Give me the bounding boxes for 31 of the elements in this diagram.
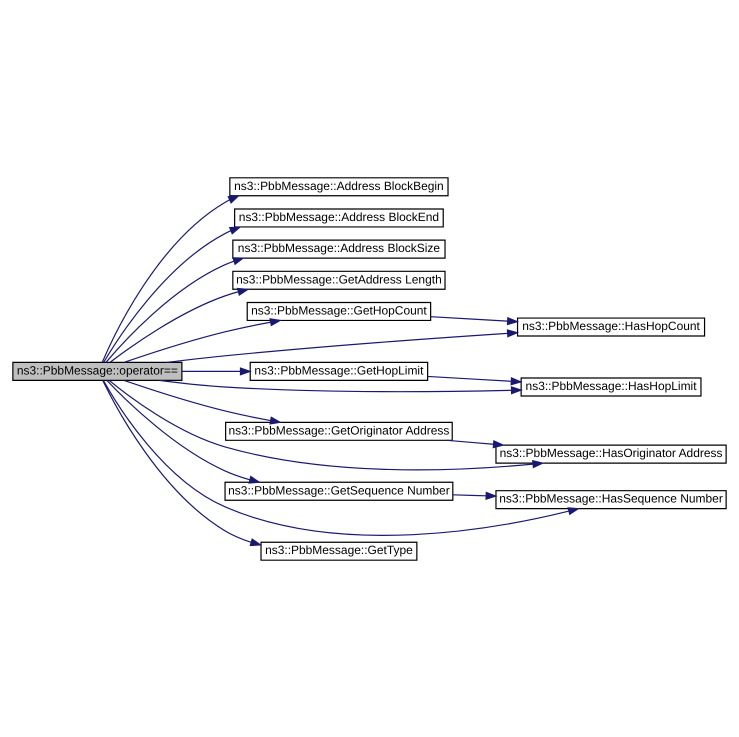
- arrow: [110, 287, 250, 362]
- node-box: ns3::PbbMessage::HasHopCount: [516, 316, 706, 336]
- arrow: [102, 194, 240, 362]
- node-box: ns3::PbbMessage::operator==: [12, 361, 182, 380]
- arrow: [106, 256, 245, 362]
- node-box: ns3::PbbMessage::GetSequence Number: [224, 481, 454, 500]
- node-box: ns3::PbbMessage::GetAddress Length: [232, 270, 446, 290]
- node-box: ns3::PbbMessage::GetOriginator Address: [225, 421, 453, 440]
- node-box: ns3::PbbMessage::GetHopLimit: [250, 361, 428, 380]
- arrow: [166, 328, 520, 362]
- node-box: ns3::PbbMessage::Address BlockBegin: [229, 176, 449, 196]
- arrow: [103, 380, 580, 536]
- arrow: [124, 379, 282, 424]
- node-box: ns3::PbbMessage::GetHopCount: [246, 301, 432, 321]
- arrow: [108, 379, 544, 470]
- arrow: [452, 491, 498, 500]
- node-box: ns3::PbbMessage::HasOriginator Address: [495, 444, 727, 464]
- node-box: ns3::PbbMessage::Address BlockEnd: [234, 208, 444, 228]
- arrow: [428, 375, 523, 385]
- arrow: [159, 379, 523, 394]
- node-box: ns3::PbbMessage::Address BlockSize: [232, 239, 446, 258]
- arrow: [182, 366, 252, 376]
- arrow: [124, 318, 282, 362]
- arrow: [430, 316, 520, 325]
- arrow: [106, 380, 261, 484]
- arrow: [102, 380, 262, 546]
- node-box: ns3::PbbMessage::GetType: [260, 541, 418, 560]
- node-box: ns3::PbbMessage::HasHopLimit: [520, 376, 702, 396]
- arrow: [103, 226, 242, 362]
- node-box: ns3::PbbMessage::HasSequence Number: [495, 490, 727, 509]
- arrow: [446, 439, 505, 448]
